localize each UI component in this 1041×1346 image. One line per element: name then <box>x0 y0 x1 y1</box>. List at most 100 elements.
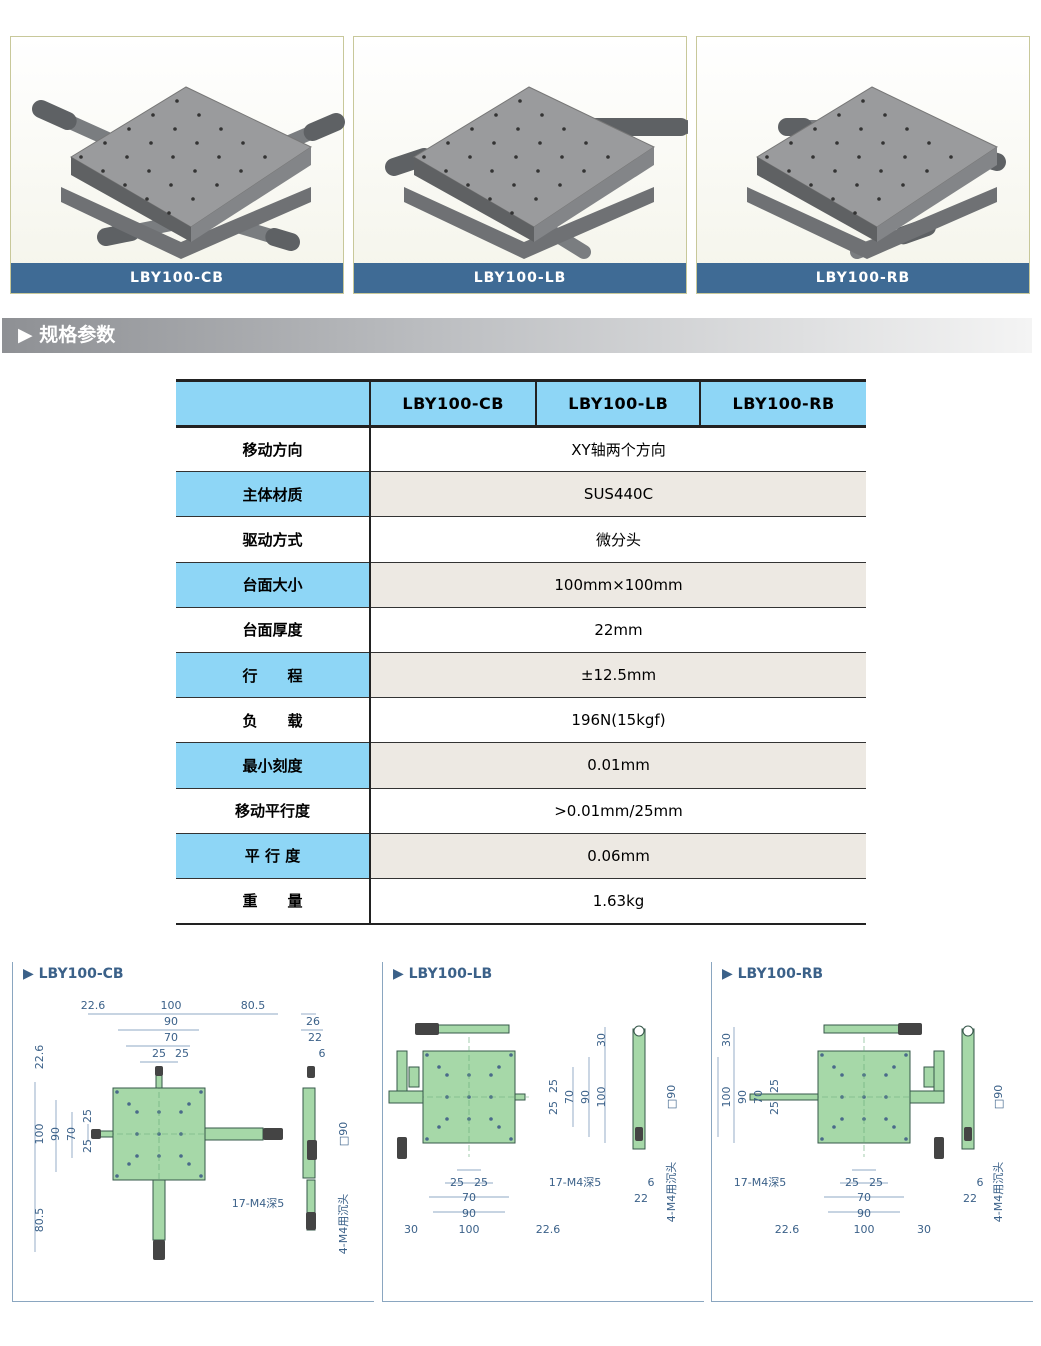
micrometer-knob <box>307 1066 315 1078</box>
mount-hole <box>199 1090 203 1094</box>
dimension-label: 100 <box>854 1223 875 1236</box>
mount-hole <box>193 169 197 173</box>
callout-label: 4-M4用沉头 <box>665 1162 678 1222</box>
dimension-label: 100 <box>161 999 182 1012</box>
mount-hole <box>437 1065 441 1069</box>
mount-hole <box>820 1137 824 1141</box>
dimension-label: 90 <box>164 1015 178 1028</box>
dimension-label: 70 <box>65 1127 78 1141</box>
dimension-label: 100 <box>720 1087 733 1108</box>
section-header: ▶ 规格参数 <box>2 318 1032 353</box>
triangle-icon: ▶ <box>18 324 33 346</box>
header-cell: LBY100-RB <box>699 379 866 428</box>
mount-hole <box>101 169 105 173</box>
mount-hole <box>444 169 448 173</box>
mount-hole <box>884 1117 888 1121</box>
mount-hole <box>925 169 929 173</box>
table-row: 移动平行度>0.01mm/25mm <box>176 788 866 834</box>
spec-label: 平 行 度 <box>176 833 371 879</box>
mount-hole <box>488 197 492 201</box>
drawing-title: ▶ LBY100-CB <box>23 966 124 982</box>
dimension-label: 25 <box>869 1176 883 1189</box>
mount-hole <box>241 141 245 145</box>
dimension-label: □90 <box>992 1085 1005 1109</box>
spec-label: 负 载 <box>176 697 371 744</box>
stage-edge <box>191 147 311 242</box>
spec-label: 主体材质 <box>176 471 371 518</box>
micrometer-knob <box>263 1128 283 1140</box>
mount-hole <box>239 169 243 173</box>
mount-hole <box>470 127 474 131</box>
mount-hole <box>904 1053 908 1057</box>
stage-edge <box>71 157 191 242</box>
dimension-label: 25 <box>845 1176 859 1189</box>
side-knob <box>962 1025 974 1037</box>
mount-hole <box>468 155 472 159</box>
dimension-label: 25 <box>768 1101 781 1115</box>
mount-hole <box>175 99 179 103</box>
mount-hole <box>509 1137 513 1141</box>
micrometer <box>909 1090 945 1104</box>
micrometer-knob <box>91 1129 101 1139</box>
dimension-label: 90 <box>857 1207 871 1220</box>
micrometer <box>408 1066 420 1088</box>
mount-hole <box>892 1065 896 1069</box>
mount-hole <box>857 155 861 159</box>
micrometer-knob <box>415 1023 439 1035</box>
spec-value: >0.01mm/25mm <box>370 788 866 834</box>
dimension-label: 100 <box>595 1087 608 1108</box>
mount-hole <box>445 1073 449 1077</box>
mount-hole <box>840 1117 844 1121</box>
spec-value: XY轴两个方向 <box>370 426 866 473</box>
spec-label: 台面大小 <box>176 562 371 608</box>
dimension-label: 6 <box>648 1176 655 1189</box>
spec-value: 196N(15kgf) <box>370 697 866 744</box>
spec-value: 1.63kg <box>370 878 866 925</box>
micrometer <box>749 1093 819 1101</box>
mount-hole <box>219 127 223 131</box>
dimension-label: 25 <box>768 1079 781 1093</box>
mount-hole <box>903 155 907 159</box>
product-caption: LBY100-CB <box>11 263 343 293</box>
mount-hole <box>534 197 538 201</box>
dimension-label: 90 <box>736 1090 749 1104</box>
mount-hole <box>147 169 151 173</box>
mount-hole <box>904 1137 908 1141</box>
mount-hole <box>809 183 813 187</box>
dimension-label: 70 <box>164 1031 178 1044</box>
micrometer <box>302 1087 316 1179</box>
stage-image <box>385 86 688 259</box>
side-knob <box>633 1025 645 1037</box>
callout-label: 17-M4深5 <box>734 1176 786 1189</box>
stage-edge <box>414 157 534 242</box>
micrometer <box>204 1127 264 1141</box>
dimension-label: 22 <box>963 1192 977 1205</box>
stage-image <box>32 86 345 259</box>
spec-label: 驱动方式 <box>176 516 371 563</box>
dimension-label: 70 <box>752 1090 765 1104</box>
mount-hole <box>145 197 149 201</box>
mount-hole <box>489 1117 493 1121</box>
mount-hole <box>127 1162 131 1166</box>
mount-hole <box>509 1053 513 1057</box>
mount-hole <box>127 127 131 131</box>
spec-label: 重 量 <box>176 878 371 925</box>
mount-hole <box>123 183 127 187</box>
mount-hole <box>831 197 835 201</box>
dimension-label: 22.6 <box>536 1223 561 1236</box>
spec-value: 0.06mm <box>370 833 866 879</box>
dimension-label: 30 <box>595 1033 608 1047</box>
mount-hole <box>422 155 426 159</box>
dimension-label: 25 <box>547 1101 560 1115</box>
mount-hole <box>437 1125 441 1129</box>
spec-label: 移动方向 <box>176 426 371 473</box>
dimension-label: 22.6 <box>81 999 106 1012</box>
dimension-label: 30 <box>404 1223 418 1236</box>
spec-value: SUS440C <box>370 471 866 518</box>
mount-hole <box>263 155 267 159</box>
spec-label: 移动平行度 <box>176 788 371 834</box>
